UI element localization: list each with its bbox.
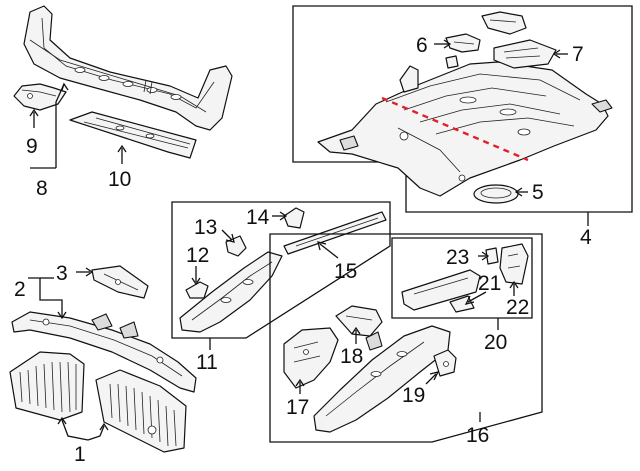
part-19-bracket bbox=[433, 349, 457, 377]
callout-20: 20 bbox=[484, 331, 507, 354]
top-bracket bbox=[481, 11, 527, 35]
side-rail bbox=[179, 251, 283, 333]
part-1-right-panel bbox=[95, 369, 187, 453]
floor-stud-bracket bbox=[399, 65, 419, 93]
small-clip bbox=[445, 55, 459, 69]
callout-labels: 9 8 10 6 7 5 4 3 2 1 13 14 12 15 11 23 2… bbox=[14, 34, 592, 466]
part-14-bracket bbox=[283, 207, 305, 229]
group-4-frame bbox=[292, 5, 633, 213]
group-20-frame bbox=[391, 237, 533, 319]
callout-14: 14 bbox=[246, 206, 270, 229]
part-5-cover bbox=[473, 184, 519, 204]
part-23-clip bbox=[485, 247, 499, 265]
callout-21: 21 bbox=[478, 272, 501, 295]
part-13-bracket bbox=[225, 235, 247, 257]
part-2-rear-panel bbox=[11, 311, 197, 393]
callout-9: 9 bbox=[26, 135, 38, 158]
part-9-bracket bbox=[13, 83, 67, 111]
callout-16: 16 bbox=[466, 424, 489, 447]
callout-12: 12 bbox=[186, 244, 209, 267]
callout-15: 15 bbox=[334, 260, 357, 283]
rear-crossmember-assembly bbox=[23, 5, 233, 131]
callout-8: 8 bbox=[36, 177, 48, 200]
part-15-reinforcement bbox=[283, 211, 387, 255]
callout-1: 1 bbox=[74, 443, 86, 466]
callout-5: 5 bbox=[532, 181, 544, 204]
part-6-bracket bbox=[445, 33, 481, 53]
callout-22: 22 bbox=[506, 296, 529, 319]
callout-18: 18 bbox=[340, 345, 363, 368]
part-1-left-panel bbox=[9, 351, 85, 421]
callout-23: 23 bbox=[446, 246, 469, 269]
callout-3: 3 bbox=[56, 262, 68, 285]
part-7-bracket bbox=[493, 39, 557, 69]
part-12-bracket bbox=[185, 281, 209, 299]
callout-7: 7 bbox=[572, 43, 584, 66]
cut-line bbox=[381, 96, 529, 162]
part-22-bracket bbox=[499, 243, 529, 285]
group-11-frame bbox=[171, 201, 391, 339]
part-10-rail-extension bbox=[69, 111, 197, 159]
part-3-bracket bbox=[91, 265, 149, 299]
callout-6: 6 bbox=[416, 34, 428, 57]
callout-10: 10 bbox=[108, 168, 131, 191]
leader-lines bbox=[28, 39, 589, 441]
callout-11: 11 bbox=[196, 351, 218, 374]
callout-4: 4 bbox=[580, 226, 592, 249]
callout-17: 17 bbox=[286, 396, 309, 419]
callout-2: 2 bbox=[14, 278, 26, 301]
part-17-bracket bbox=[283, 327, 339, 389]
callout-19: 19 bbox=[402, 384, 425, 407]
rear-floor-pan bbox=[317, 61, 613, 197]
callout-13: 13 bbox=[194, 216, 217, 239]
part-20-channel bbox=[401, 269, 481, 311]
group-16-frame bbox=[269, 233, 543, 443]
